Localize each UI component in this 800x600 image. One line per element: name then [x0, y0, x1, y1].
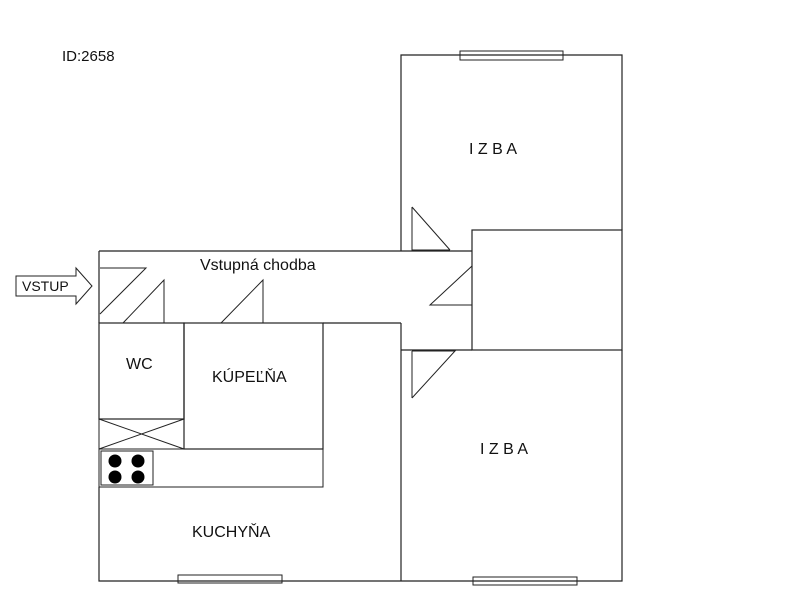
- window-top-room: [459, 50, 564, 61]
- room-label-room-bottom: I Z B A: [480, 441, 528, 458]
- stove-burner-icon: [108, 454, 122, 468]
- entrance-arrow: VSTUP: [15, 266, 93, 306]
- room-label-wc: WC: [126, 356, 153, 373]
- stove: [100, 450, 154, 486]
- room-label-bathroom: KÚPEĽŇA: [212, 367, 287, 386]
- room-label-kitchen: KUCHYŇA: [192, 522, 271, 541]
- window-bottom-room: [472, 576, 578, 586]
- hallway-doors: [99, 267, 264, 324]
- room-bottom: I Z B A: [400, 349, 623, 586]
- room-top: I Z B A: [400, 50, 623, 251]
- kitchen: KUCHYŇA: [98, 487, 401, 584]
- room-label-hallway: Vstupná chodba: [200, 257, 316, 274]
- closet: [428, 229, 623, 351]
- stove-burner-icon: [108, 470, 122, 484]
- window-kitchen: [177, 574, 283, 584]
- bathroom: KÚPEĽŇA: [183, 322, 324, 450]
- plan-id: ID:2658: [62, 48, 115, 65]
- wc: WC: [98, 322, 185, 420]
- entrance-label: VSTUP: [22, 278, 69, 294]
- installation-shaft: [98, 418, 185, 450]
- hallway: Vstupná chodba: [98, 250, 472, 351]
- stove-burner-icon: [131, 454, 145, 468]
- kitchen-counter: [98, 448, 324, 488]
- stove-burner-icon: [131, 470, 145, 484]
- room-label-room-top: I Z B A: [469, 141, 517, 158]
